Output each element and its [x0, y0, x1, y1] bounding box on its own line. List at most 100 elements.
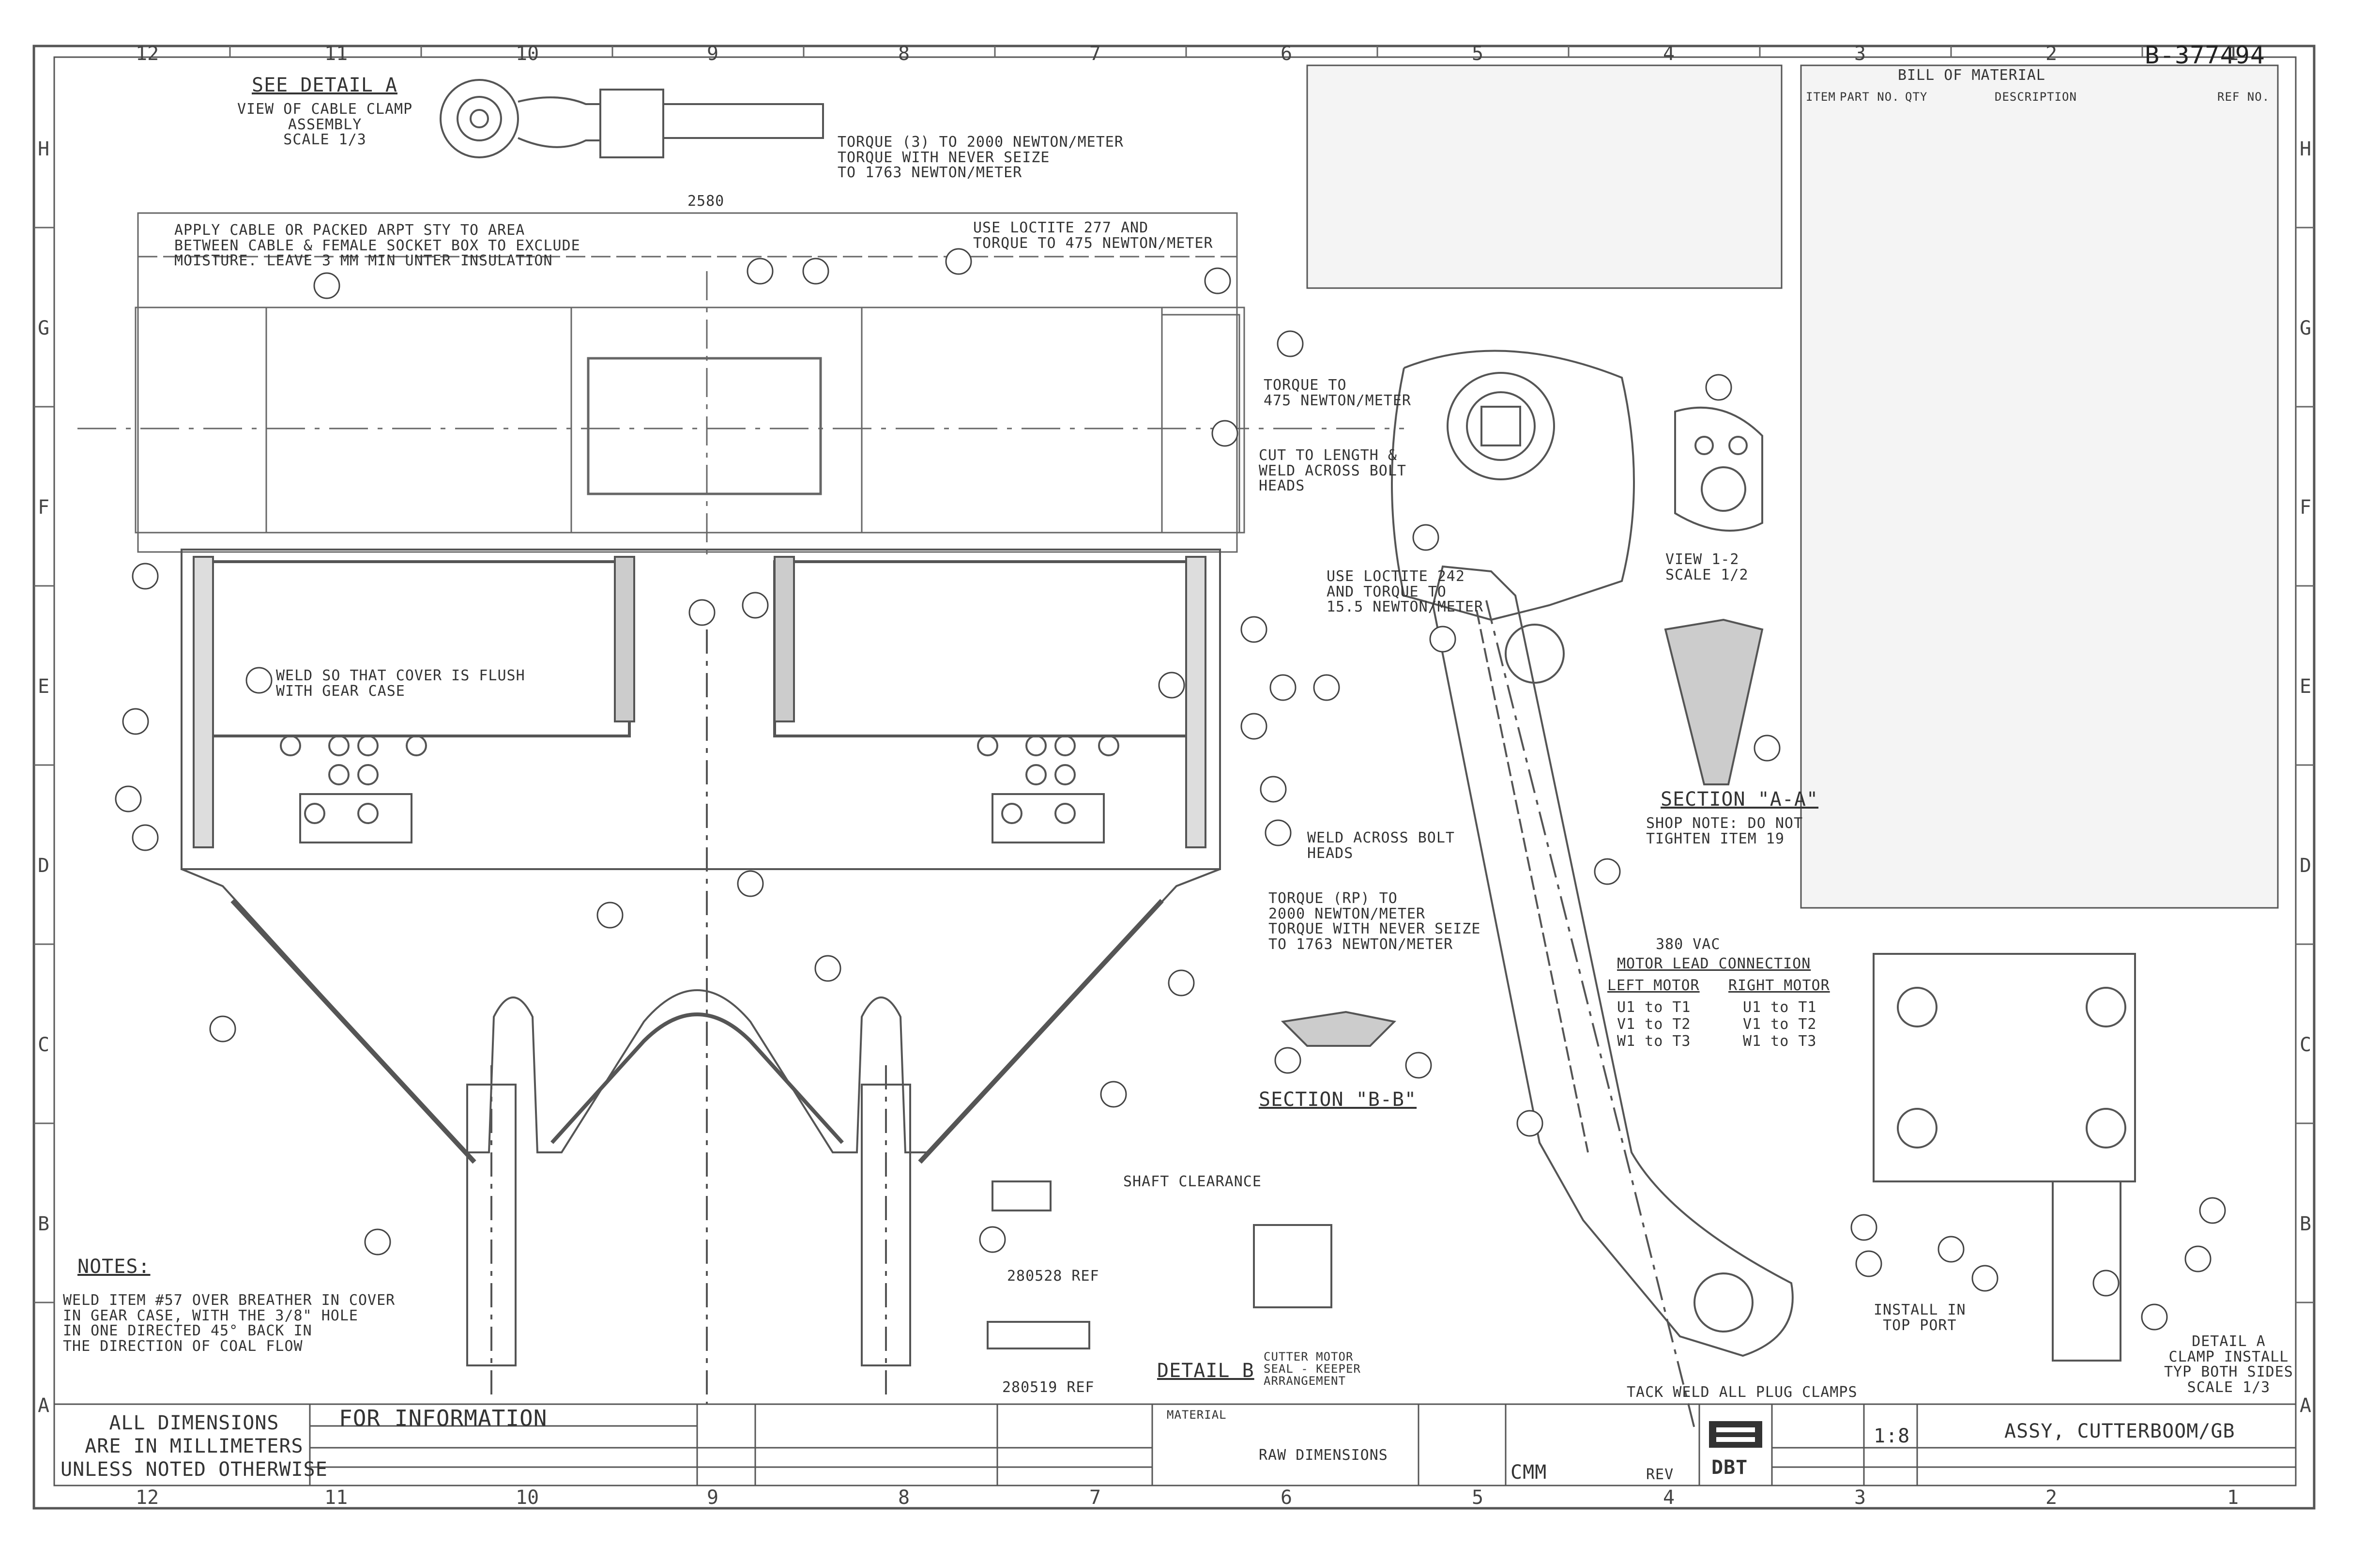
drawing-title: ASSY, CUTTERBOOM/GB: [2004, 1420, 2235, 1442]
zone-letter-right: H: [2300, 138, 2312, 160]
cut-to-length-note: CUT TO LENGTH & WELD ACROSS BOLT HEADS: [1259, 447, 1406, 494]
zone-number-bottom: 7: [1089, 1486, 1101, 1509]
section-views: [987, 406, 2136, 1362]
bom-head-desc: DESCRIPTION: [1995, 90, 2077, 104]
zone-number-top: 9: [707, 43, 719, 65]
notes-body: WELD ITEM #57 OVER BREATHER IN COVER IN …: [63, 1292, 396, 1355]
zone-number-bottom: 11: [324, 1486, 348, 1509]
zone-letter-left: G: [38, 317, 50, 339]
view-scale-note: VIEW 1-2 SCALE 1/2: [1665, 551, 1749, 583]
zone-number-top: 11: [324, 43, 348, 65]
dim-2580: 2580: [687, 193, 725, 210]
motor-lead-right-head: RIGHT MOTOR: [1728, 977, 1830, 994]
scale-value: 1:8: [1874, 1425, 1910, 1447]
torque-note-mid: TORQUE (RP) TO 2000 NEWTON/METER TORQUE …: [1268, 890, 1481, 953]
cmm-label: CMM: [1510, 1461, 1547, 1484]
tack-weld-note: TACK WELD ALL PLUG CLAMPS: [1627, 1384, 1858, 1401]
gear-case-front-view: [181, 549, 1221, 1404]
zone-letter-right: B: [2300, 1213, 2312, 1235]
zone-number-bottom: 4: [1663, 1486, 1675, 1509]
zone-letter-right: E: [2300, 675, 2312, 698]
motor-lead-left-row: W1 to T3: [1617, 1033, 1691, 1050]
loctite-note: USE LOCTITE 277 AND TORQUE TO 475 NEWTON…: [973, 219, 1213, 252]
cutter-boom-arm: [1391, 350, 1794, 1429]
rev-label: REV: [1646, 1466, 1674, 1483]
zone-letter-right: F: [2300, 496, 2312, 519]
zone-number-top: 12: [136, 43, 159, 65]
zone-ticks-top: [229, 46, 2143, 57]
bom-table-right-frame: [1800, 64, 2279, 909]
cable-clamp-detail: [440, 79, 824, 158]
zone-number-bottom: 2: [2045, 1486, 2058, 1509]
drawing-number: B-377494: [2145, 41, 2265, 69]
zone-letter-left: E: [38, 675, 50, 698]
raw-dimensions-label: RAW DIMENSIONS: [1259, 1447, 1388, 1464]
notes-title: NOTES:: [77, 1256, 151, 1278]
motor-lead-right-row: W1 to T3: [1743, 1033, 1817, 1050]
detail-a-desc: VIEW OF CABLE CLAMP ASSEMBLY SCALE 1/3: [237, 101, 413, 148]
zone-number-top: 8: [898, 43, 910, 65]
ref-280528: 280528 REF: [1007, 1268, 1099, 1285]
zone-number-bottom: 6: [1281, 1486, 1293, 1509]
bom-table-upper-frame: [1306, 64, 1783, 289]
bom-title: BILL OF MATERIAL: [1898, 67, 2045, 84]
zone-letter-right: D: [2300, 855, 2312, 877]
zone-letter-right: A: [2300, 1394, 2312, 1417]
zone-letter-left: A: [38, 1394, 50, 1417]
motor-lead-right-row: U1 to T1: [1743, 999, 1817, 1016]
torque-475-note: TORQUE TO 475 NEWTON/METER: [1264, 377, 1411, 409]
dimensions-note: ALL DIMENSIONS ARE IN MILLIMETERS UNLESS…: [61, 1412, 328, 1481]
weld-bolt-heads-note: WELD ACROSS BOLT HEADS: [1307, 829, 1455, 862]
bom-head-item: ITEM: [1806, 90, 1836, 104]
zone-number-bottom: 12: [136, 1486, 159, 1509]
plan-view-top: [77, 212, 1404, 562]
bom-head-part: PART NO.: [1840, 90, 1900, 104]
zone-number-top: 1: [2227, 43, 2239, 65]
section-b-title: SECTION "B-B": [1259, 1088, 1417, 1111]
motor-lead-right-row: V1 to T2: [1743, 1016, 1817, 1033]
zone-number-top: 3: [1854, 43, 1866, 65]
item-balloons: [115, 248, 2226, 1331]
zone-number-top: 6: [1281, 43, 1293, 65]
zone-letter-right: G: [2300, 317, 2312, 339]
zone-number-bottom: 5: [1472, 1486, 1484, 1509]
motor-lead-title: MOTOR LEAD CONNECTION: [1617, 955, 1811, 972]
zone-number-bottom: 10: [516, 1486, 539, 1509]
torque-note-top: TORQUE (3) TO 2000 NEWTON/METER TORQUE W…: [838, 134, 1124, 181]
section-a-title: SECTION "A-A": [1661, 788, 1819, 811]
zone-letter-left: B: [38, 1213, 50, 1235]
detail-a-bottom-note: DETAIL A CLAMP INSTALL TYP BOTH SIDES SC…: [2164, 1333, 2293, 1396]
title-block-lines: [53, 1403, 2297, 1486]
bom-head-ref: REF NO.: [2217, 90, 2270, 104]
zone-number-top: 10: [516, 43, 539, 65]
dbt-logo: [1709, 1421, 1762, 1448]
zone-number-top: 5: [1472, 43, 1484, 65]
for-information-label: FOR INFORMATION: [339, 1405, 548, 1431]
detail-a-title: SEE DETAIL A: [252, 74, 397, 96]
material-label: MATERIAL: [1167, 1408, 1227, 1422]
motor-lead-subtitle: 380 VAC: [1656, 936, 1721, 953]
cable-note: APPLY CABLE OR PACKED ARPT STY TO AREA B…: [174, 222, 580, 269]
zone-number-bottom: 9: [707, 1486, 719, 1509]
weld-cover-note: WELD SO THAT COVER IS FLUSH WITH GEAR CA…: [276, 667, 525, 700]
bom-head-qty: QTY: [1905, 90, 1928, 104]
loctite-15-note: USE LOCTITE 242 AND TORQUE TO 15.5 NEWTO…: [1327, 568, 1484, 615]
company-name: DBT: [1711, 1456, 1748, 1479]
zone-number-top: 4: [1663, 43, 1675, 65]
zone-number-top: 7: [1089, 43, 1101, 65]
zone-letter-left: F: [38, 496, 50, 519]
zone-letter-right: C: [2300, 1034, 2312, 1056]
outer-border: [32, 45, 2316, 1510]
detail-b-desc: CUTTER MOTOR SEAL - KEEPER ARRANGEMENT: [1264, 1350, 1361, 1388]
section-a-note: SHOP NOTE: DO NOT TIGHTEN ITEM 19: [1646, 815, 1803, 847]
zone-letter-left: D: [38, 855, 50, 877]
zone-letter-left: H: [38, 138, 50, 160]
zone-letter-left: C: [38, 1034, 50, 1056]
zone-number-bottom: 1: [2227, 1486, 2239, 1509]
zone-number-top: 2: [2045, 43, 2058, 65]
motor-lead-left-row: V1 to T2: [1617, 1016, 1691, 1033]
zone-ticks-side: [34, 227, 2314, 1303]
shaft-clearance-label: SHAFT CLEARANCE: [1123, 1173, 1262, 1190]
ref-280519: 280519 REF: [1002, 1379, 1095, 1396]
